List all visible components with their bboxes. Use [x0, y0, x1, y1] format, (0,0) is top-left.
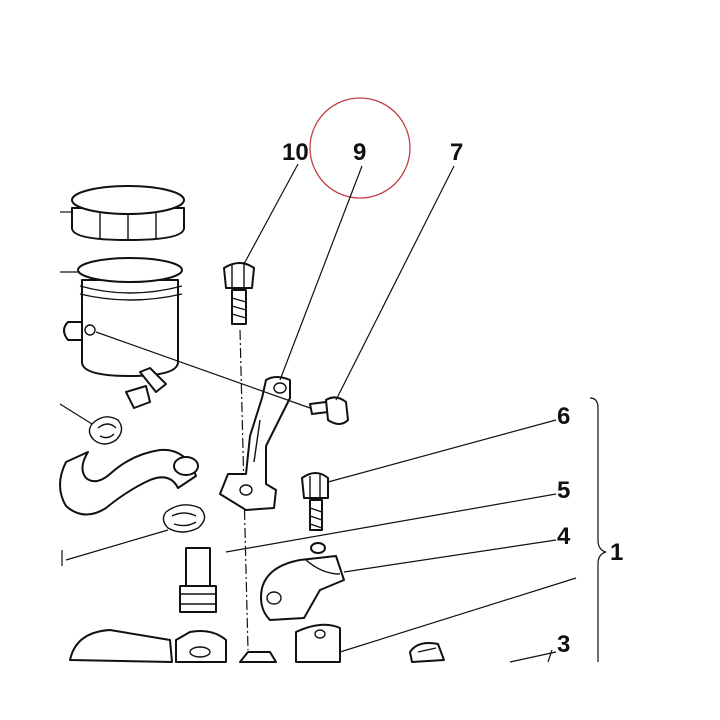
leader-3-lower	[509, 651, 557, 663]
callout-10: 10	[282, 139, 309, 166]
callout-6: 6	[557, 403, 570, 430]
master-cylinder-partial	[69, 629, 277, 663]
clamp-4	[260, 555, 345, 621]
callout-7: 7	[450, 139, 463, 166]
leader-5	[225, 493, 557, 553]
leader-10	[243, 163, 299, 265]
callout-1: 1	[610, 539, 623, 566]
callout-9: 9	[353, 139, 366, 166]
leader-6	[327, 419, 557, 483]
hose-clip-upper	[59, 403, 123, 445]
leader-9	[279, 165, 363, 381]
part-3-clamp-base	[295, 623, 341, 663]
callout-5: 5	[557, 477, 570, 504]
brake-hose	[59, 448, 197, 516]
callout-3: 3	[557, 631, 570, 658]
group-brace	[589, 397, 607, 662]
reservoir-cap	[60, 185, 185, 241]
leader-4	[343, 539, 557, 573]
banjo-fitting	[179, 547, 217, 613]
part-3-screw	[409, 642, 445, 663]
bolt-6	[301, 472, 329, 531]
centre-line	[239, 329, 249, 651]
leader-7	[335, 165, 455, 401]
mounting-bracket-9	[219, 376, 291, 511]
leader-3	[339, 577, 577, 653]
leader-reservoir-to-screw	[95, 331, 311, 409]
screw-7	[309, 396, 349, 425]
reservoir-fitting	[125, 385, 151, 409]
washer-5	[310, 542, 326, 554]
bolt-10	[223, 262, 255, 325]
highlight-circle	[309, 97, 411, 199]
leader-left-clip	[65, 529, 169, 561]
hose-clip-lower	[162, 504, 206, 533]
leader-3-tick	[547, 649, 553, 663]
hose-end	[173, 456, 199, 476]
callout-4: 4	[557, 523, 571, 550]
reservoir-body	[60, 257, 183, 393]
